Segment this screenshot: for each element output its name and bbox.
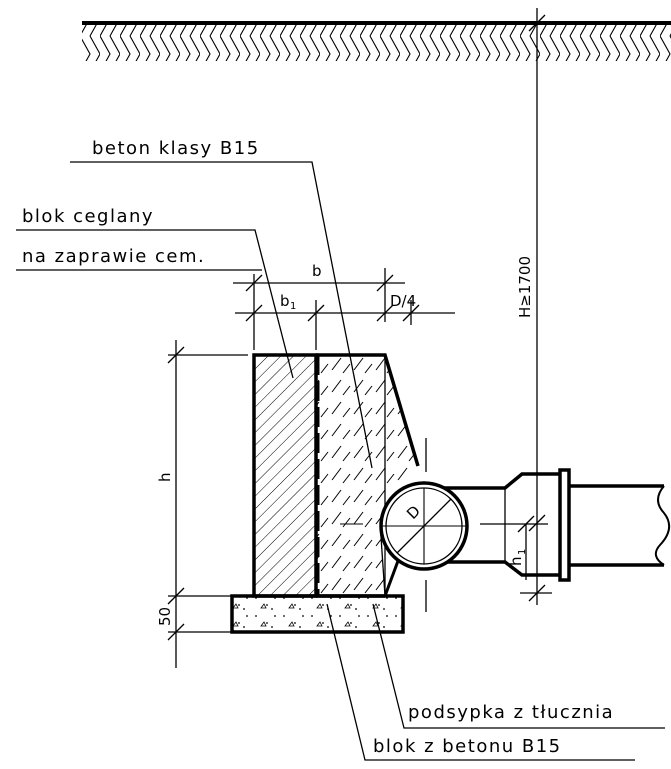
left-dimensions: h 50 xyxy=(156,340,248,668)
pipe: h 1 xyxy=(425,438,671,612)
gravel-bed-label: podsypka z tłucznia xyxy=(408,702,614,723)
brick-block-label-2: na zaprawie cem. xyxy=(22,246,205,267)
dim-50: 50 xyxy=(156,607,174,626)
concrete-class-label: beton klasy B15 xyxy=(92,138,260,159)
brick-block-label-1: blok ceglany xyxy=(22,206,154,227)
dim-h1: h xyxy=(507,556,525,566)
depth-label: H≥1700 xyxy=(516,256,534,318)
dim-b: b xyxy=(312,262,322,280)
gravel-bed xyxy=(230,594,405,634)
dim-h: h xyxy=(156,472,174,482)
dim-d-quarter: D/4 xyxy=(390,292,416,310)
depth-dimension: H≥1700 xyxy=(516,8,552,605)
pipe-cross-section: D xyxy=(379,481,469,571)
top-dimensions: b b 1 D/4 xyxy=(233,262,455,350)
ground-surface xyxy=(82,21,671,61)
leader-gravel-bed: podsypka z tłucznia xyxy=(372,603,665,729)
dim-h1-sub: 1 xyxy=(517,549,528,555)
dim-b1: b xyxy=(280,292,290,310)
concrete-block-label: blok z betonu B15 xyxy=(373,736,562,757)
dim-b1-sub: 1 xyxy=(290,301,296,312)
leader-brick-block: blok ceglany na zaprawie cem. xyxy=(16,206,294,379)
leader-concrete-block: blok z betonu B15 xyxy=(326,603,635,761)
brick-block xyxy=(252,353,318,598)
